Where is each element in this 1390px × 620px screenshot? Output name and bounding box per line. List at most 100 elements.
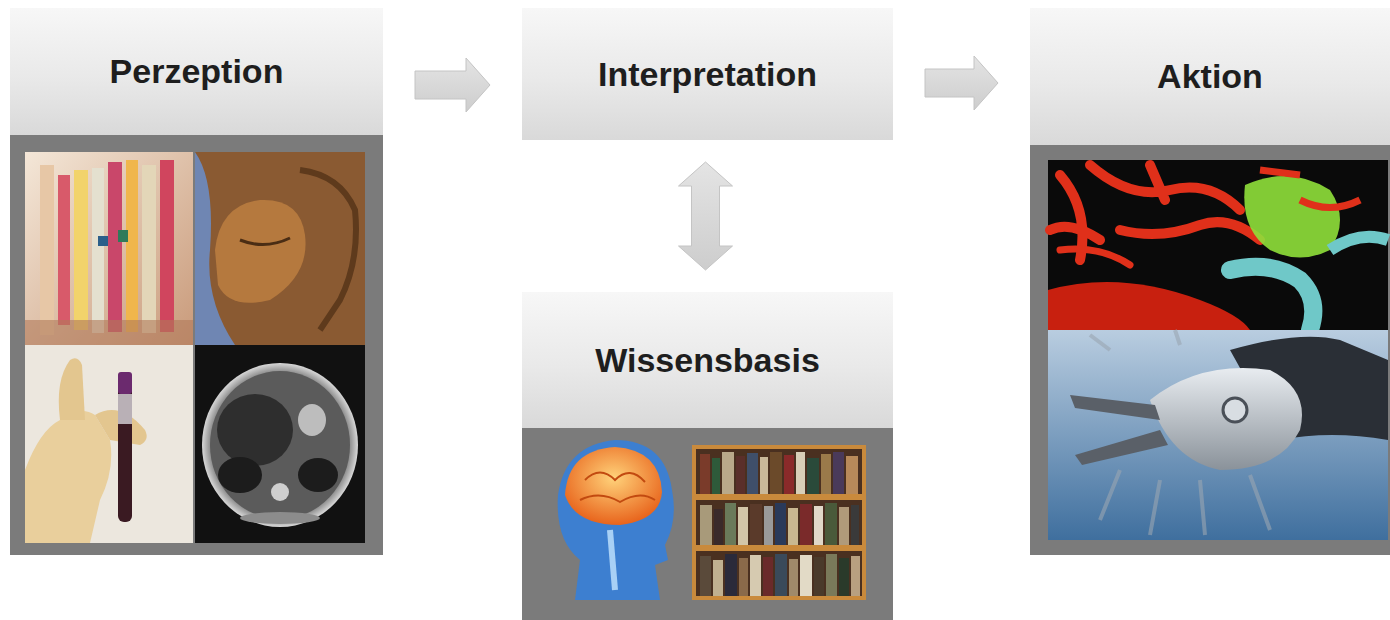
library-shelf-photo-part	[700, 503, 859, 545]
liver-photo-part	[195, 152, 365, 345]
library-shelf-photo-part-part	[814, 506, 823, 545]
vessel-3d-render-part	[1244, 176, 1340, 257]
file-shelf-photo-part	[25, 320, 193, 345]
library-shelf-photo-part	[696, 551, 862, 596]
library-shelf-photo-part-part	[725, 503, 736, 545]
file-shelf-photo-part	[160, 160, 174, 332]
library-shelf-photo-part-part	[700, 454, 710, 494]
library-shelf-photo-part-part	[851, 556, 860, 596]
library-shelf-photo-part-part	[784, 455, 794, 494]
file-shelf-photo-part	[118, 230, 128, 242]
library-shelf-photo-part-part	[796, 452, 805, 494]
liver-photo	[195, 152, 365, 345]
library-shelf-photo-part-part	[700, 505, 712, 545]
library-shelf-photo-part	[700, 554, 860, 596]
library-shelf-photo-part-part	[736, 456, 745, 494]
node-label: Wissensbasis	[595, 341, 820, 380]
library-shelf-photo-part	[696, 500, 862, 545]
library-shelf-photo-part-part	[713, 560, 723, 596]
library-shelf-photo-part-part	[839, 558, 849, 596]
vessel-3d-render-part	[1230, 267, 1313, 330]
node-label: Aktion	[1157, 57, 1263, 96]
library-shelf-photo-part	[696, 449, 862, 494]
library-shelf-photo-part-part	[722, 452, 734, 494]
library-shelf-photo-part-part	[851, 505, 859, 545]
brain-head-figure-part	[565, 447, 662, 525]
surgical-robot-instrument	[1048, 330, 1388, 540]
library-shelf-photo-part-part	[760, 457, 768, 494]
library-shelf-photo-part-part	[700, 556, 711, 596]
liver-photo-part	[240, 238, 290, 245]
liver-photo-part	[195, 152, 365, 345]
file-shelf-photo-part	[92, 168, 104, 333]
brain-head-figure	[548, 440, 682, 602]
surgical-robot-instrument-part	[1223, 398, 1247, 422]
perception-panel	[10, 135, 383, 555]
blood-sample-photo-part	[25, 411, 111, 543]
library-shelf-photo-part-part	[821, 454, 831, 494]
library-shelf-photo-part-part	[738, 507, 748, 545]
blood-sample-photo-part	[118, 372, 132, 522]
knowledge-panel-part	[522, 428, 893, 620]
double-block-arrow	[679, 162, 733, 270]
mri-scan-part	[218, 457, 262, 493]
library-shelf-photo-part-part	[788, 508, 798, 545]
vessel-3d-render-part	[1048, 160, 1388, 330]
mri-scan-part	[271, 483, 289, 501]
mri-scan-part	[240, 512, 320, 524]
surgical-robot-instrument-part	[1090, 330, 1270, 535]
block-arrow	[925, 56, 998, 110]
brain-head-figure-part	[610, 530, 615, 590]
action-panel-part	[1030, 145, 1390, 555]
liver-photo-part	[300, 170, 356, 330]
mri-scan-part	[298, 404, 326, 436]
file-shelf-photo-part	[40, 165, 54, 335]
library-shelf-photo	[692, 445, 866, 600]
blood-sample-photo-part	[118, 372, 132, 394]
vessel-3d-render	[1048, 160, 1388, 330]
brain-head-figure-part	[548, 440, 682, 602]
library-shelf-photo-part-part	[775, 554, 787, 596]
knowledge-base-header: Wissensbasis	[522, 292, 893, 428]
node-label: Interpretation	[598, 55, 817, 94]
file-shelf-photo-part	[142, 165, 156, 333]
library-shelf-photo-part-part	[800, 504, 812, 545]
blood-sample-photo-part	[59, 358, 85, 420]
library-shelf-photo-part-part	[764, 506, 773, 545]
mri-scan-part	[298, 458, 338, 492]
file-shelf-photo-part	[98, 236, 108, 246]
library-shelf-photo-part-part	[789, 559, 798, 596]
brain-head-figure-part	[580, 473, 655, 503]
surgical-robot-instrument-part	[1150, 368, 1302, 470]
library-shelf-photo-part-part	[750, 555, 761, 596]
perception-panel-part	[10, 135, 383, 555]
liver-photo-part	[215, 200, 306, 303]
file-shelf-photo	[25, 152, 193, 345]
action-panel	[1030, 145, 1390, 555]
library-shelf-photo-part-part	[826, 554, 837, 596]
library-shelf-photo-part-part	[739, 558, 748, 596]
interpretation-box: Interpretation	[522, 8, 893, 140]
block-arrow	[415, 58, 490, 112]
blood-sample-photo	[25, 345, 193, 543]
library-shelf-photo-part-part	[775, 503, 786, 545]
vessel-3d-render-part	[1048, 282, 1250, 330]
library-shelf-photo-part-part	[839, 507, 849, 545]
library-shelf-photo-part-part	[846, 456, 858, 494]
file-shelf-photo-part	[74, 170, 88, 330]
library-shelf-photo-part-part	[725, 554, 737, 596]
brain-head-figure-part	[558, 440, 674, 600]
library-shelf-photo-part-part	[807, 458, 819, 494]
node-label: Perzeption	[110, 52, 284, 91]
library-shelf-photo-part-part	[763, 557, 773, 596]
file-shelf-photo-part	[126, 160, 138, 332]
library-shelf-photo-part-part	[750, 504, 762, 545]
library-shelf-photo-part-part	[800, 555, 812, 596]
mri-scan-part	[210, 371, 350, 519]
surgical-robot-instrument-part	[1048, 330, 1388, 540]
library-shelf-photo-part-part	[712, 458, 720, 494]
library-shelf-photo-part	[692, 445, 866, 600]
file-shelf-photo-part	[108, 162, 122, 332]
action-header: Aktion	[1030, 8, 1390, 145]
